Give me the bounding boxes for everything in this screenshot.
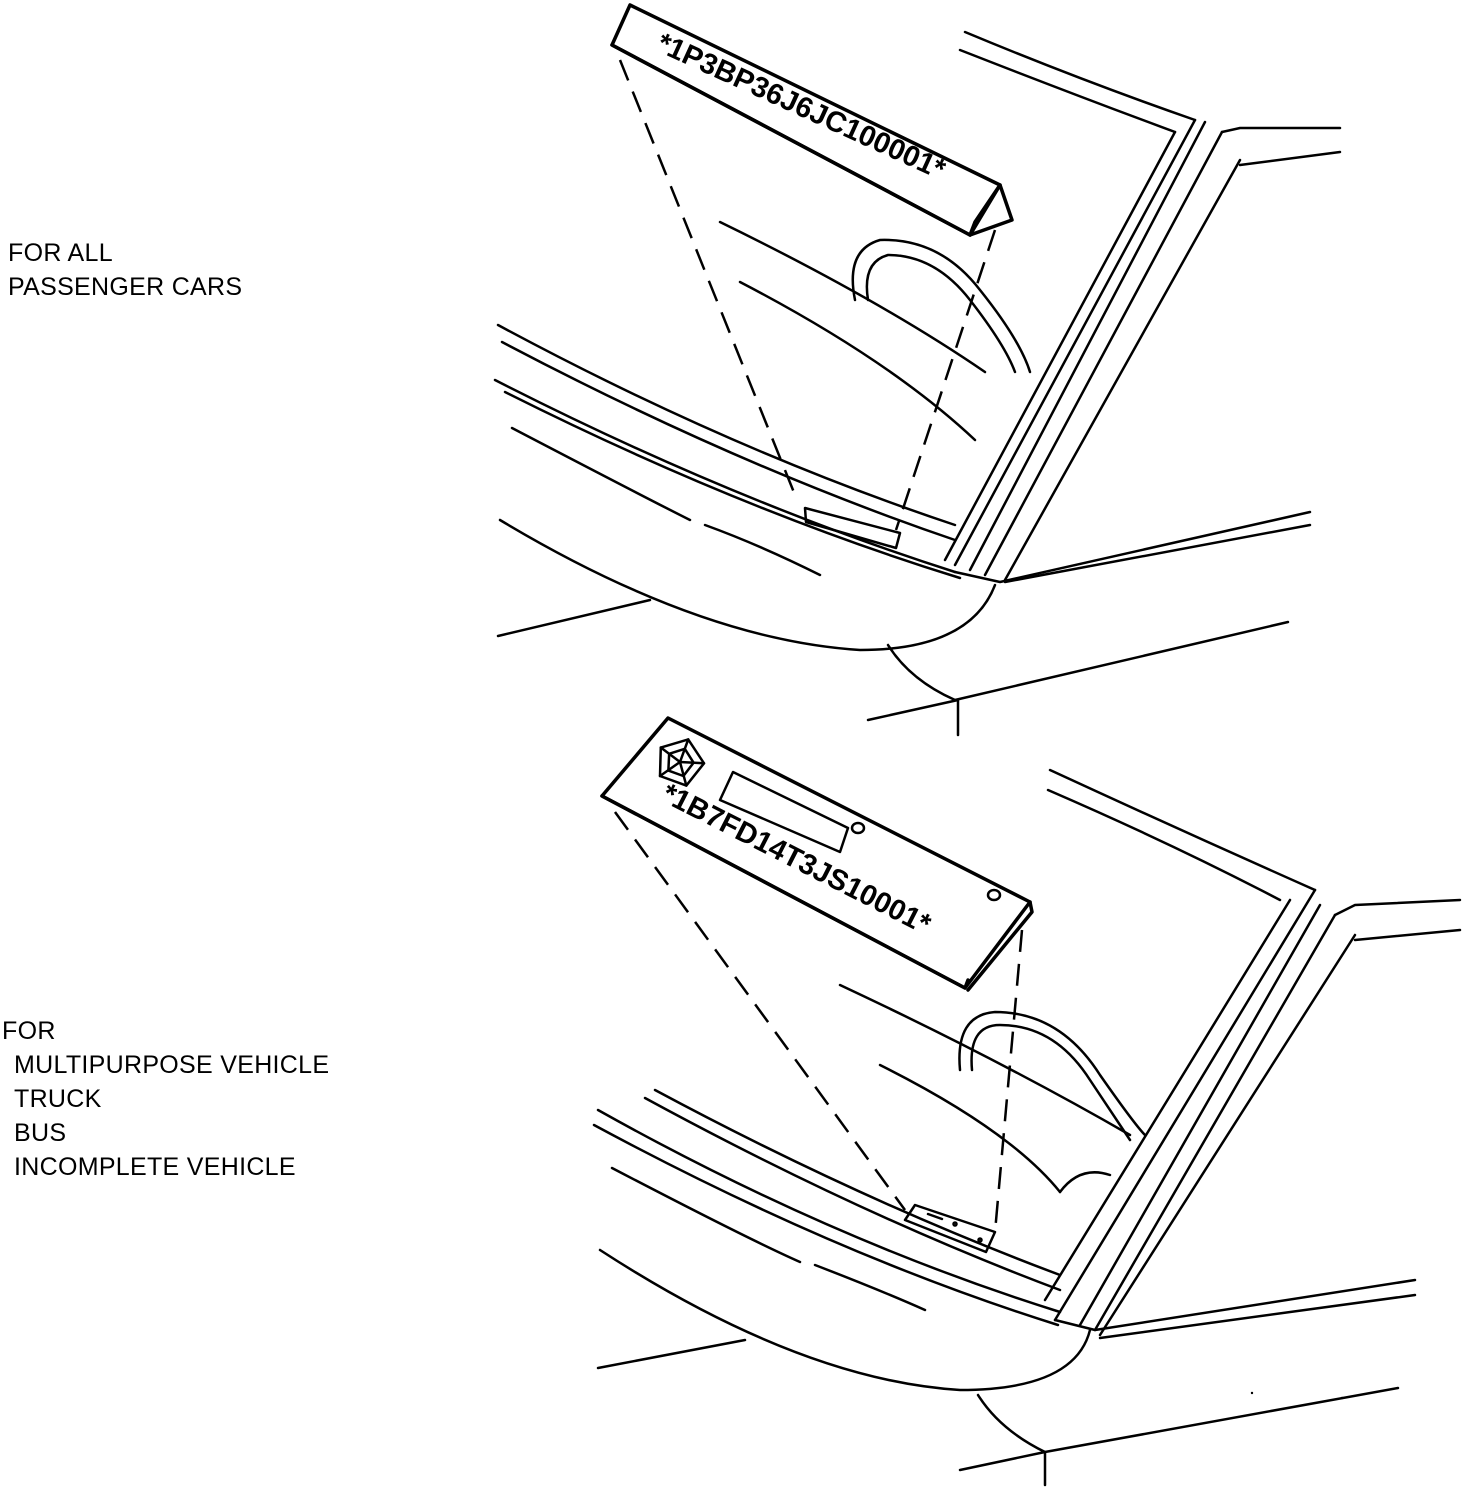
other-vin-plate: *1B7FD14T3JS10001* xyxy=(600,716,1034,992)
passenger-car-illustration xyxy=(493,30,1342,737)
other-label-line-3: TRUCK xyxy=(14,1085,102,1113)
pentastar-logo-icon xyxy=(658,738,706,787)
passenger-label-line-1: FOR ALL xyxy=(8,239,113,267)
other-label-line-5: INCOMPLETE VEHICLE xyxy=(14,1153,296,1181)
other-vehicle-illustration xyxy=(592,768,1462,1487)
other-label-line-4: BUS xyxy=(14,1119,67,1147)
passenger-car-label: FOR ALL PASSENGER CARS xyxy=(8,236,242,304)
other-label-line-1: FOR xyxy=(2,1017,56,1045)
passenger-vin-text: *1P3BP36J6JC100001* xyxy=(652,27,951,186)
other-label-line-2: MULTIPURPOSE VEHICLE xyxy=(14,1051,330,1079)
passenger-vin-plate: *1P3BP36J6JC100001* xyxy=(610,3,1014,237)
other-vehicle-label: FOR MULTIPURPOSE VEHICLE TRUCK BUS INCOM… xyxy=(2,1014,329,1184)
passenger-label-line-2: PASSENGER CARS xyxy=(8,273,243,301)
